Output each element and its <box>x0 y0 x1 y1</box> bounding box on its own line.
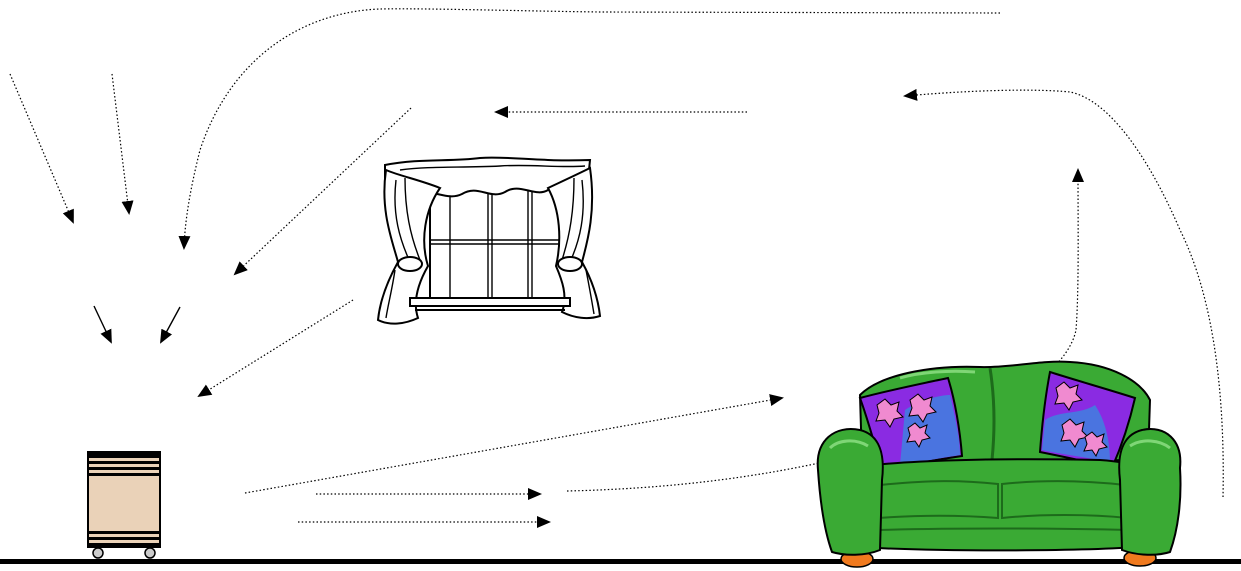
cushion-right <box>1038 370 1137 470</box>
heater-wheel-right <box>144 547 156 559</box>
heater <box>87 451 161 559</box>
arrow-window-to-heater <box>197 299 354 398</box>
arrow-short-2 <box>160 306 181 344</box>
arrow-left-down-1 <box>9 73 74 224</box>
arrow-top-return <box>178 8 1001 250</box>
sofa <box>816 360 1182 568</box>
air-flow-arrows <box>9 8 1224 528</box>
cushion-left <box>858 376 964 472</box>
arrow-short-1 <box>93 305 112 344</box>
heater-wheel-left <box>92 547 104 559</box>
arrow-heater-diagonal <box>244 394 784 494</box>
window <box>376 156 602 325</box>
arrow-left-down-2 <box>111 73 134 215</box>
floor-line <box>0 559 1241 564</box>
